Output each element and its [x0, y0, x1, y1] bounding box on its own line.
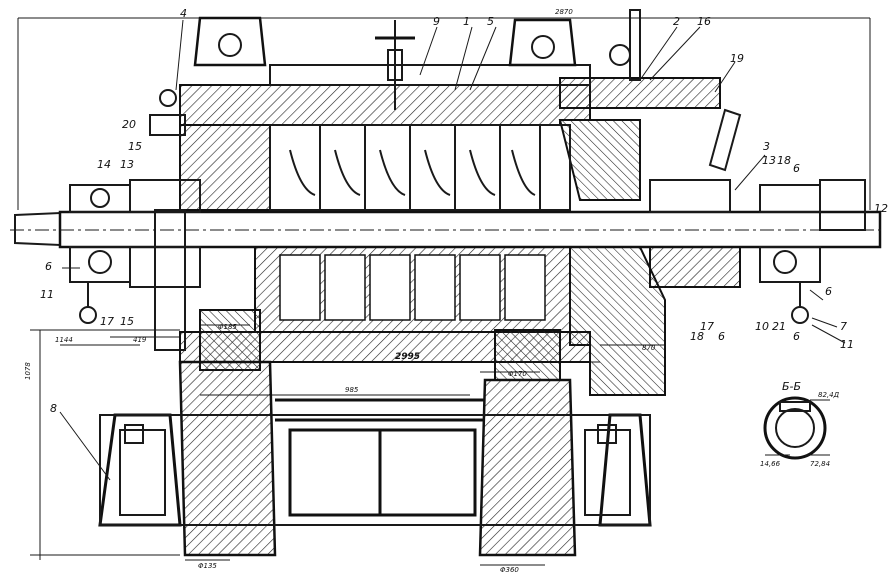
dim-left-offset: 1144: [55, 336, 73, 344]
dim-left-span: 419: [133, 336, 147, 344]
section-title: Б-Б: [782, 380, 801, 393]
callout-13: 13: [120, 158, 134, 171]
callout-13-right: 13: [762, 154, 776, 167]
callout-3: 3: [763, 140, 770, 153]
dim-overall-length: 2870: [555, 8, 573, 16]
shaft: [10, 210, 885, 249]
dim-foot-dia-left: Φ135: [198, 562, 217, 570]
callout-16: 16: [697, 15, 711, 28]
impeller-stages-upper: [269, 124, 571, 211]
callout-6-lower: 6: [718, 330, 725, 343]
callout-6-right: 6: [825, 285, 832, 298]
callout-12: 12: [874, 202, 888, 215]
callout-21: 21: [772, 320, 786, 333]
pedestal-legs: [178, 360, 577, 557]
lower-casing: [179, 309, 591, 381]
dim-right-span: 870: [642, 344, 656, 352]
callout-6-lower-right: 6: [793, 330, 800, 343]
callout-1: 1: [463, 15, 470, 28]
section-dim-2: 14,66: [760, 460, 781, 468]
callout-4: 4: [180, 7, 187, 20]
callout-10: 10: [755, 320, 769, 333]
callout-8: 8: [50, 402, 57, 415]
callout-20: 20: [122, 118, 136, 131]
section-bb-detail: [763, 396, 830, 460]
callout-17: 17: [700, 320, 714, 333]
section-labels: Б-Б 82,4Д 14,66 72,84: [760, 380, 840, 468]
callout-9: 9: [433, 15, 440, 28]
callout-7: 7: [840, 320, 847, 333]
dimension-labels: 2870 2995 985 1078 1144 419 870 Φ185 Φ17…: [24, 8, 656, 574]
dim-foot-span: 985: [345, 386, 359, 394]
callout-11-left: 11: [40, 288, 54, 301]
callout-11-right: 11: [840, 338, 854, 351]
callout-19: 19: [730, 52, 744, 65]
leader-lines: [59, 19, 846, 481]
callout-6-left: 6: [45, 260, 52, 273]
callout-17-left: 17: [100, 315, 114, 328]
callout-2: 2: [673, 15, 680, 28]
callout-15: 15: [128, 140, 142, 153]
left-bearing-assembly: [69, 89, 201, 351]
callout-14: 14: [97, 158, 111, 171]
section-dim-1: 82,4Д: [818, 391, 840, 399]
dim-height: 1078: [24, 362, 32, 380]
callout-15-left: 15: [120, 315, 134, 328]
base-frame: [98, 398, 652, 527]
dim-foot-dia-right: Φ360: [500, 566, 519, 574]
upper-casing: [179, 9, 721, 211]
section-dim-3: 72,84: [810, 460, 830, 468]
dim-casing-length: 2995: [395, 352, 420, 362]
callout-6: 6: [793, 162, 800, 175]
callout-18: 18: [777, 154, 791, 167]
dim-bore-left: Φ185: [218, 323, 237, 331]
callout-18-lower: 18: [690, 330, 704, 343]
callout-labels: 4 9 1 5 2 16 19 20 15 14 13 3 13 18 6 12…: [40, 7, 888, 415]
dim-bore-right: Φ170: [508, 370, 527, 378]
callout-5: 5: [487, 15, 494, 28]
impeller-stages-lower: [254, 246, 666, 396]
right-bearing-assembly: [649, 108, 866, 324]
